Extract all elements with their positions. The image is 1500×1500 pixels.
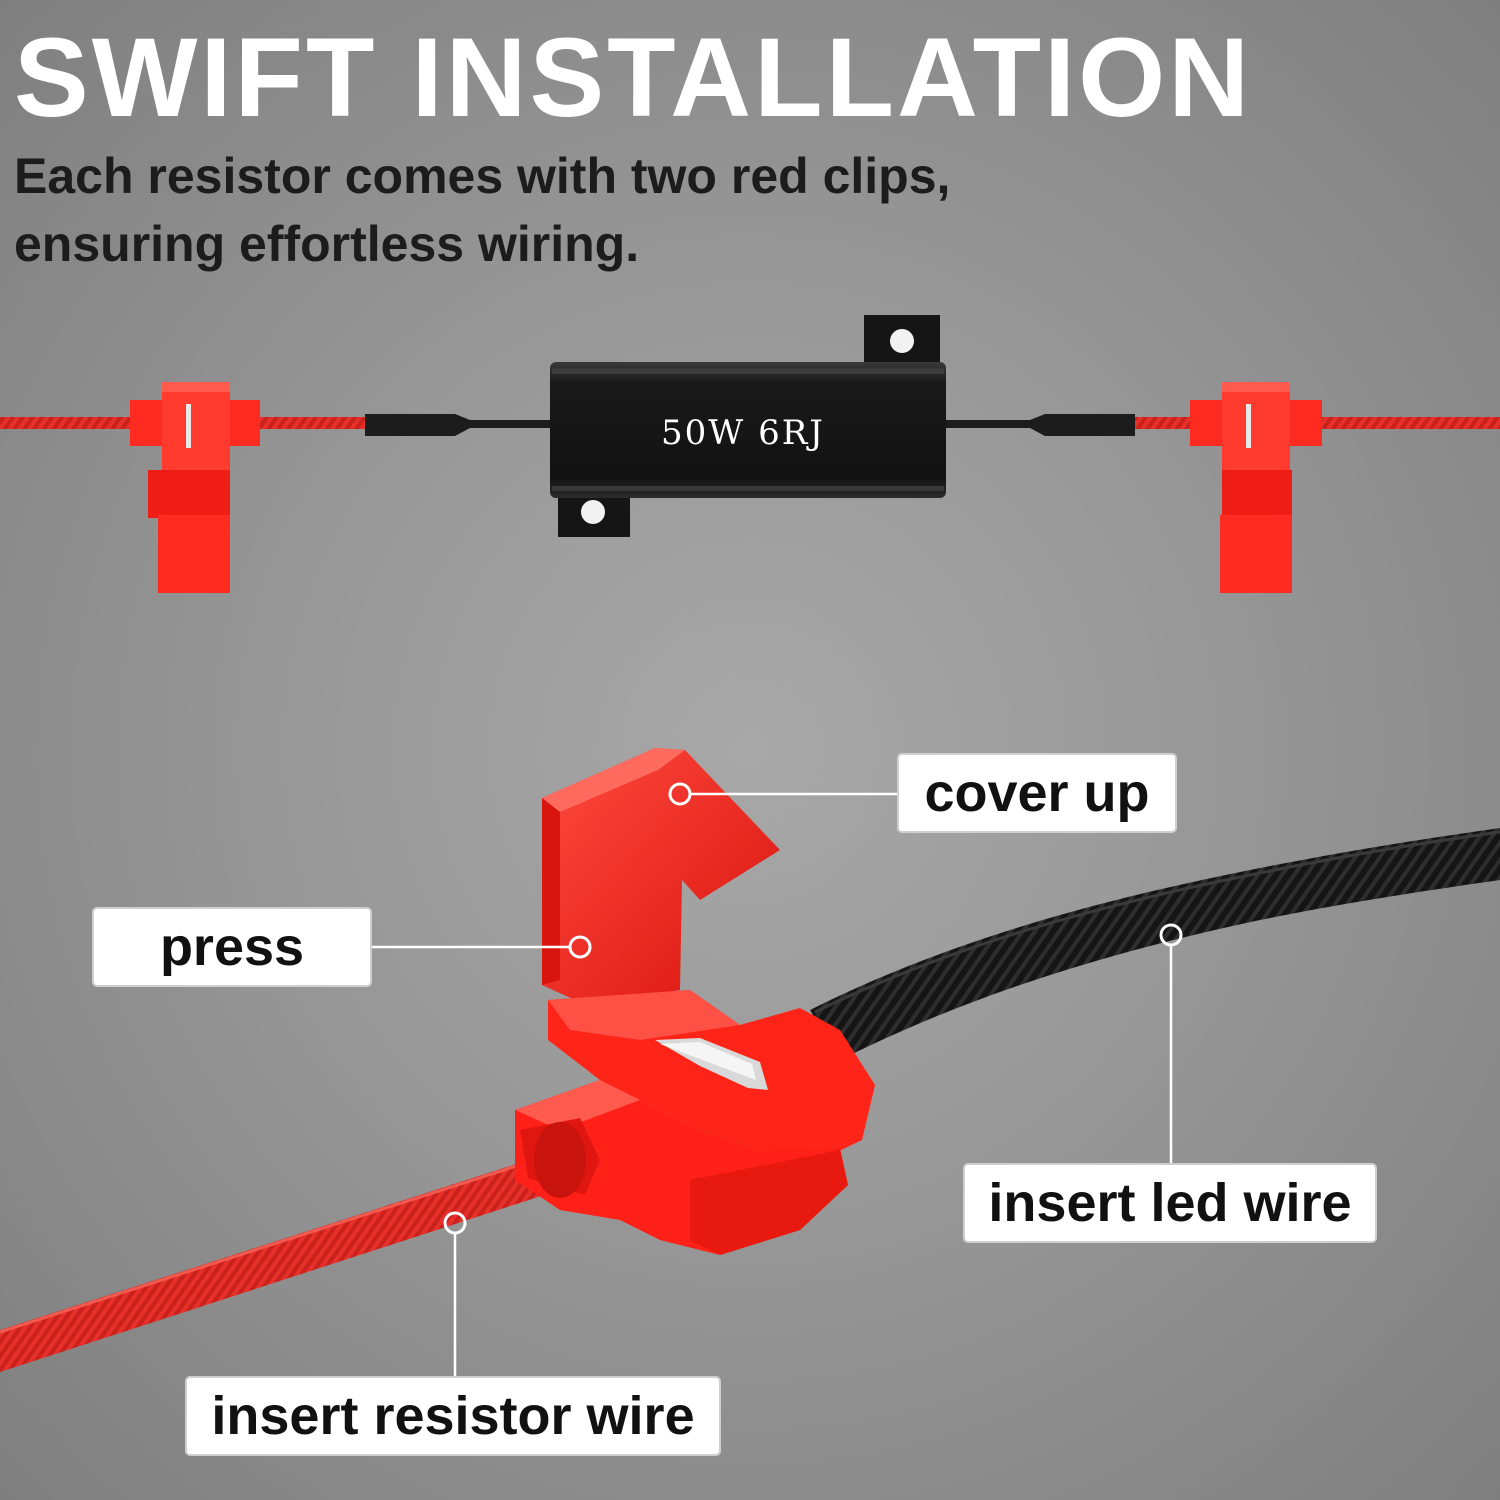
subtitle: Each resistor comes with two red clips, …: [14, 142, 1114, 278]
top-right-red-clip: [1190, 382, 1322, 593]
subtitle-line-1: Each resistor comes with two red clips,: [14, 148, 951, 204]
led-wire: [810, 828, 1500, 1060]
page-title: SWIFT INSTALLATION: [14, 15, 1253, 140]
large-red-clip: [515, 748, 875, 1255]
resistor-marking: 50W 6RJ: [661, 413, 825, 453]
press-label: press: [92, 907, 372, 987]
resistor-wire: [0, 1150, 572, 1372]
insert-led-wire-label: insert led wire: [963, 1163, 1377, 1243]
callout-dots: [443, 782, 1183, 1235]
resistor: [550, 315, 946, 537]
top-left-red-clip: [130, 382, 260, 593]
cover-up-label: cover up: [897, 753, 1177, 833]
led-wire-marker: [1159, 923, 1183, 947]
callout-lines: [372, 792, 1173, 1376]
insert-resistor-wire-label: insert resistor wire: [185, 1376, 721, 1456]
press-marker: [568, 935, 592, 959]
subtitle-line-2: ensuring effortless wiring.: [14, 216, 640, 272]
resistor-wire-marker: [443, 1211, 467, 1235]
cover-up-marker: [668, 782, 692, 806]
